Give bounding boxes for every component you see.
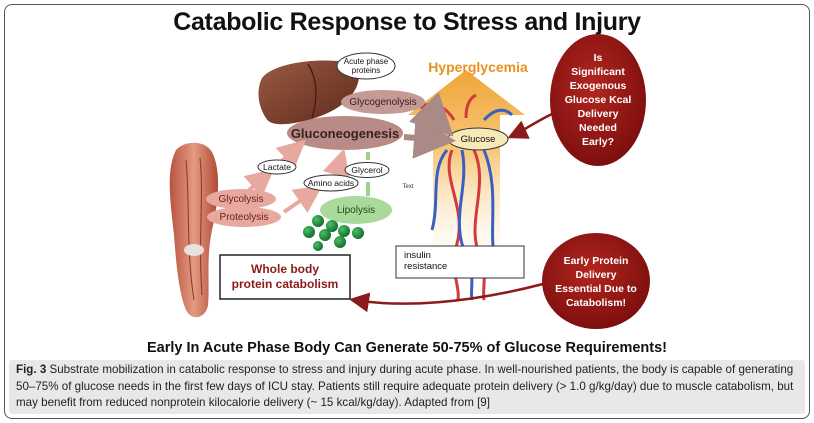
diagram: Catabolic Response to Stress and Injury bbox=[146, 8, 668, 356]
acute-phase-proteins-label: Acute phase proteins bbox=[343, 57, 389, 75]
bottom-title: Early In Acute Phase Body Can Generate 5… bbox=[146, 340, 668, 356]
protein-circle bbox=[542, 233, 650, 329]
diagram-title: Catabolic Response to Stress and Injury bbox=[173, 8, 641, 36]
question-circle-label: Is Significant Exogenous Glucose Kcal De… bbox=[564, 52, 632, 148]
glycolysis-label: Glycolysis bbox=[218, 193, 264, 205]
proteolysis-label: Proteolysis bbox=[219, 211, 269, 223]
gluconeogenesis-node bbox=[287, 116, 403, 150]
hyperglycemia-label: Hyperglycemia bbox=[428, 59, 528, 75]
fat-droplets-icon bbox=[303, 215, 364, 251]
glycogenolysis-node bbox=[341, 90, 425, 114]
caption-background bbox=[9, 360, 805, 414]
catabolism-box bbox=[219, 254, 351, 300]
glycerol-label: Glycerol bbox=[351, 165, 383, 175]
gluconeogenesis-label: Gluconeogenesis bbox=[290, 125, 400, 141]
glycogenolysis-label: Glycogenolysis bbox=[349, 96, 417, 108]
text-placeholder: Text bbox=[402, 184, 414, 190]
figure-caption: Fig. 3 Substrate mobilization in catabol… bbox=[16, 362, 800, 412]
hyperglycemia-arrow bbox=[408, 70, 525, 270]
proteolysis-node bbox=[207, 207, 281, 227]
glycerol-node bbox=[344, 162, 390, 178]
acute-phase-proteins-node bbox=[336, 52, 396, 80]
lipolysis-node bbox=[320, 196, 392, 224]
catabolism-label: Whole body protein catabolism bbox=[231, 262, 339, 291]
lactate-label: Lactate bbox=[263, 162, 291, 172]
figure-frame bbox=[4, 4, 810, 419]
lactate-node bbox=[257, 159, 297, 175]
liver-icon bbox=[258, 60, 359, 125]
lipolysis-label: Lipolysis bbox=[336, 204, 376, 216]
insulin-resistance-box bbox=[395, 245, 525, 279]
question-circle bbox=[550, 34, 646, 166]
muscle-icon bbox=[169, 142, 219, 318]
amino-acids-node bbox=[303, 174, 359, 192]
caption-text: Substrate mobilization in catabolic resp… bbox=[16, 363, 794, 409]
protein-circle-label: Early Protein Delivery Essential Due to … bbox=[555, 255, 637, 309]
diagram-graphics bbox=[169, 34, 650, 329]
amino-acids-label: Amino acids bbox=[307, 178, 355, 188]
glucose-label: Glucose bbox=[460, 133, 496, 145]
caption-label: Fig. 3 bbox=[16, 363, 47, 376]
insulin-resistance-label: insulin resistance bbox=[404, 250, 448, 272]
